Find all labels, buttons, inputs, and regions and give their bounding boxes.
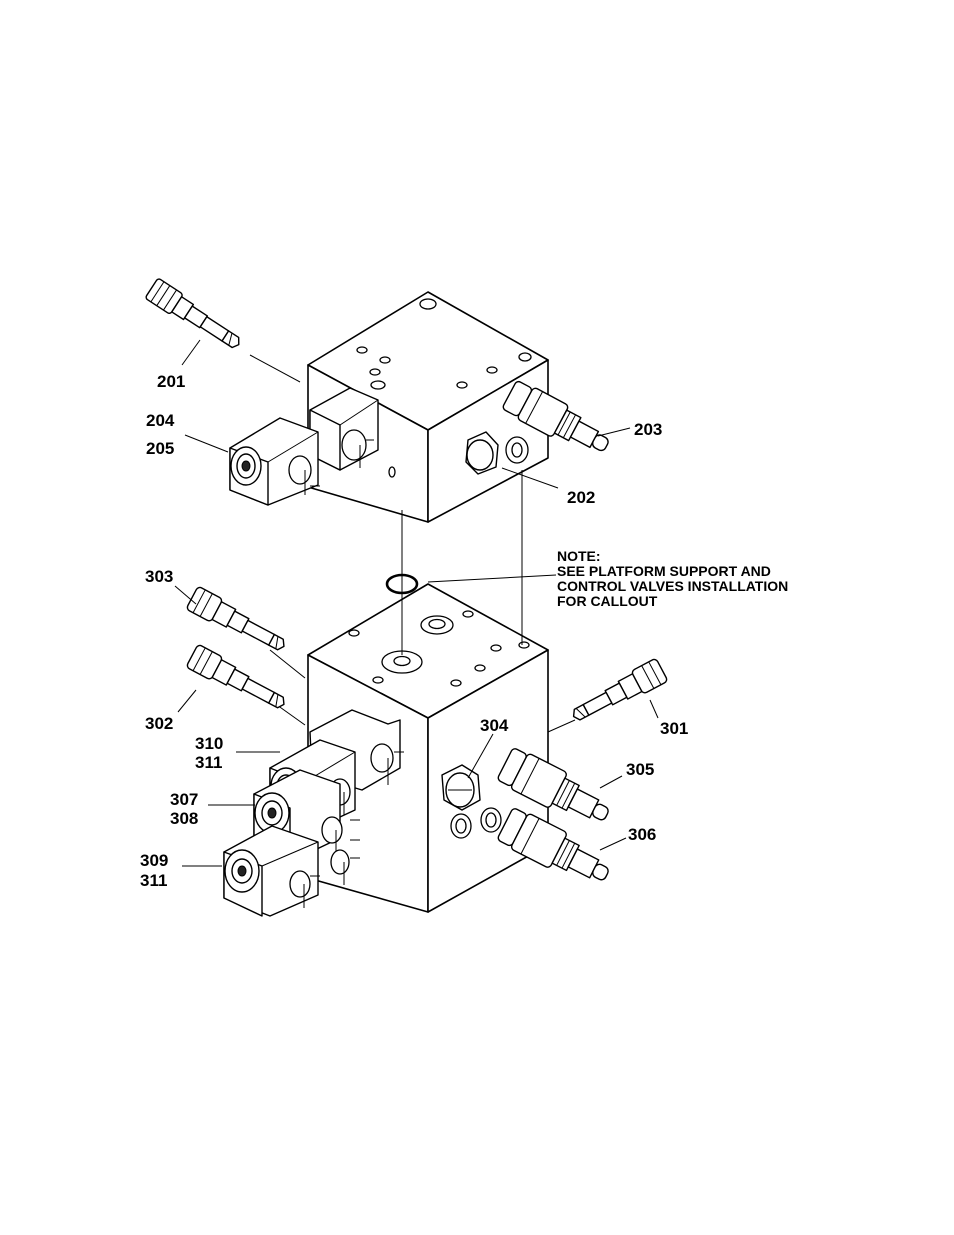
note-line-2: CONTROL VALVES INSTALLATION	[557, 578, 788, 594]
cartridge-valve-302	[186, 644, 290, 716]
cartridge-valve-201	[145, 278, 245, 355]
callout-304: 304	[480, 716, 509, 735]
callout-311-upper: 311	[195, 753, 222, 772]
callout-305: 305	[626, 760, 654, 779]
callout-202: 202	[567, 488, 595, 507]
callout-302: 302	[145, 714, 173, 733]
callout-310: 310	[195, 734, 223, 753]
callout-309: 309	[140, 851, 168, 870]
note-block: NOTE: SEE PLATFORM SUPPORT AND CONTROL V…	[557, 548, 788, 609]
note-heading: NOTE:	[557, 548, 601, 564]
callout-307: 307	[170, 790, 198, 809]
cartridge-valve-301	[567, 658, 668, 728]
note-line-3: FOR CALLOUT	[557, 593, 658, 609]
callout-201: 201	[157, 372, 185, 391]
callout-306: 306	[628, 825, 656, 844]
callout-204: 204	[146, 411, 175, 430]
callout-205: 205	[146, 439, 174, 458]
callout-311-lower: 311	[140, 871, 167, 890]
callout-303: 303	[145, 567, 173, 586]
callout-203: 203	[634, 420, 662, 439]
callout-308: 308	[170, 809, 198, 828]
callout-301: 301	[660, 719, 688, 738]
note-line-1: SEE PLATFORM SUPPORT AND	[557, 563, 771, 579]
